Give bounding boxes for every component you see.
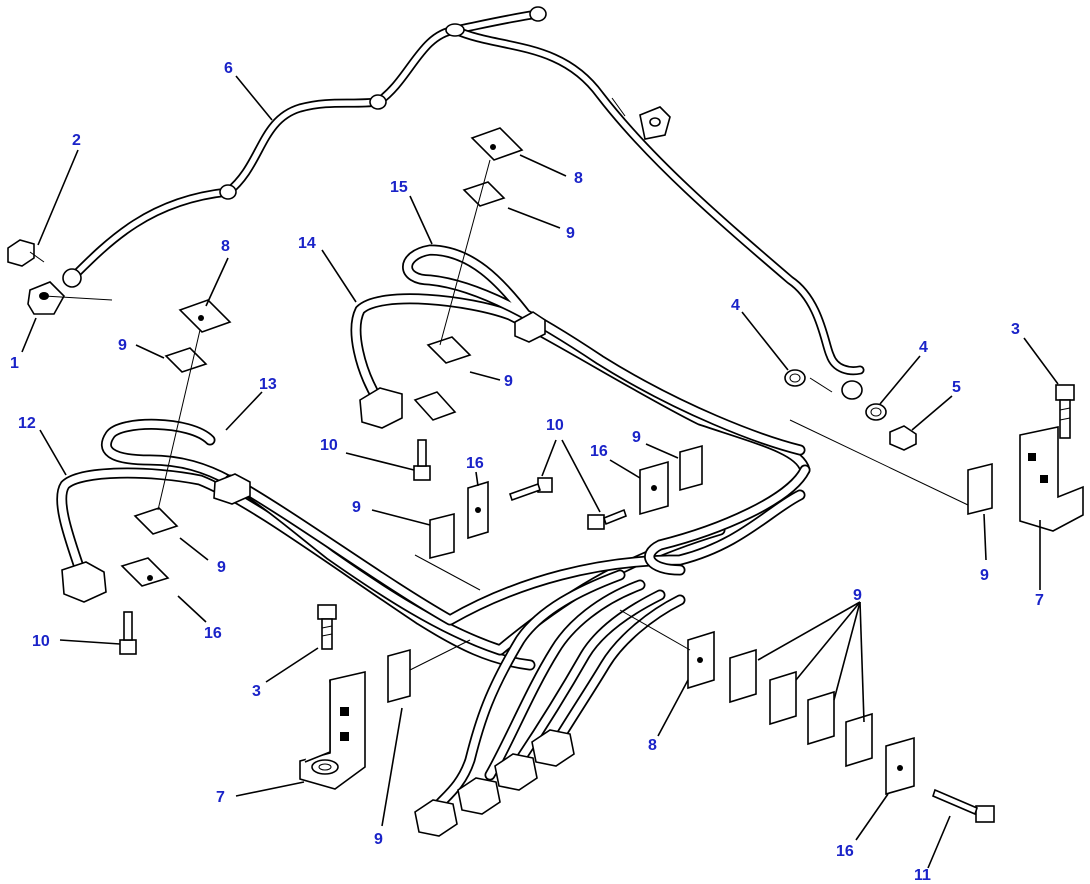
eye-joint-1 [27,281,65,315]
callout-3: 3 [252,683,261,700]
alignment-lines [43,159,969,671]
callout-4: 4 [919,339,928,356]
callout-9: 9 [980,567,989,584]
pipe-12-13 [56,418,806,671]
callout-5: 5 [952,379,961,396]
bolt-10-c [587,508,627,530]
callout-9: 9 [632,429,641,446]
callout-1: 1 [10,355,19,372]
callout-12: 12 [18,415,36,432]
callout-10: 10 [32,633,50,650]
bolt-10-b [119,611,137,655]
callout-10: 10 [320,437,338,454]
callout-16: 16 [204,625,222,642]
callout-13: 13 [259,376,277,393]
callout-3: 3 [1011,321,1020,338]
bolt-10-a [413,439,431,481]
bolt-3-left [317,604,337,650]
callout-16: 16 [836,843,854,860]
callout-8: 8 [221,238,230,255]
bolt-11 [932,788,995,823]
callout-9: 9 [374,831,383,848]
leader-lines [21,75,1059,869]
pipes-to-nozzles [414,569,686,837]
callout-8: 8 [574,170,583,187]
bracket-7-right [1019,426,1084,532]
callout-14: 14 [298,235,316,252]
bracket-7-left [299,670,366,790]
callout-8: 8 [648,737,657,754]
bolt-3-right [1055,384,1075,439]
callout-6: 6 [224,60,233,77]
callout-9: 9 [118,337,127,354]
callout-7: 7 [1035,592,1044,609]
pipe-14-15 [350,244,811,576]
callout-7: 7 [216,789,225,806]
callout-4: 4 [731,297,740,314]
callout-10: 10 [546,417,564,434]
bolt-2 [7,239,45,267]
bolt-10-d [508,477,553,502]
washers-4-5 [784,369,917,451]
callout-9: 9 [352,499,361,516]
callout-9: 9 [504,373,513,390]
callout-16: 16 [466,455,484,472]
callout-labels: 1 2 3 3 4 4 5 6 7 7 8 8 8 9 9 9 9 9 9 9 … [10,60,1044,884]
callout-9: 9 [217,559,226,576]
callout-9: 9 [853,587,862,604]
callout-9: 9 [566,225,575,242]
callout-15: 15 [390,179,408,196]
pipe-6 [62,6,865,400]
callout-16: 16 [590,443,608,460]
callout-2: 2 [72,132,81,149]
callout-11: 11 [914,867,931,884]
